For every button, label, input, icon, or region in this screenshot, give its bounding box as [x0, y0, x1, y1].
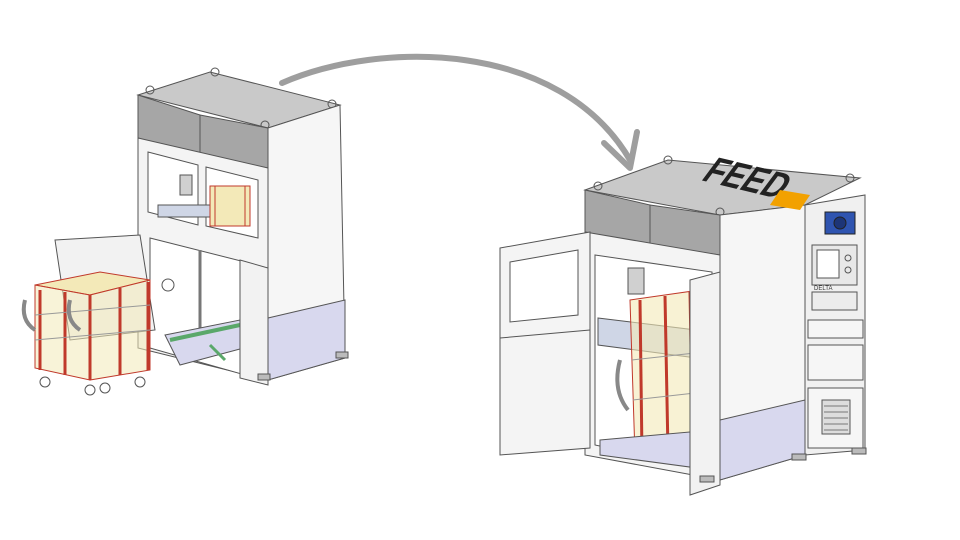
- curved-arrow-icon: [279, 53, 640, 171]
- rack-trolley: [21, 271, 151, 396]
- logo-accent: [770, 190, 810, 210]
- hmi-screen-icon: DELTA: [811, 244, 858, 292]
- grille-icon: [821, 399, 851, 435]
- machine-before: [21, 67, 349, 396]
- machine-after: FEED DELTA: [499, 150, 867, 496]
- hmi-label: DELTA: [814, 286, 832, 292]
- rack-inside: [615, 289, 706, 456]
- blue-motor-icon: [824, 211, 856, 235]
